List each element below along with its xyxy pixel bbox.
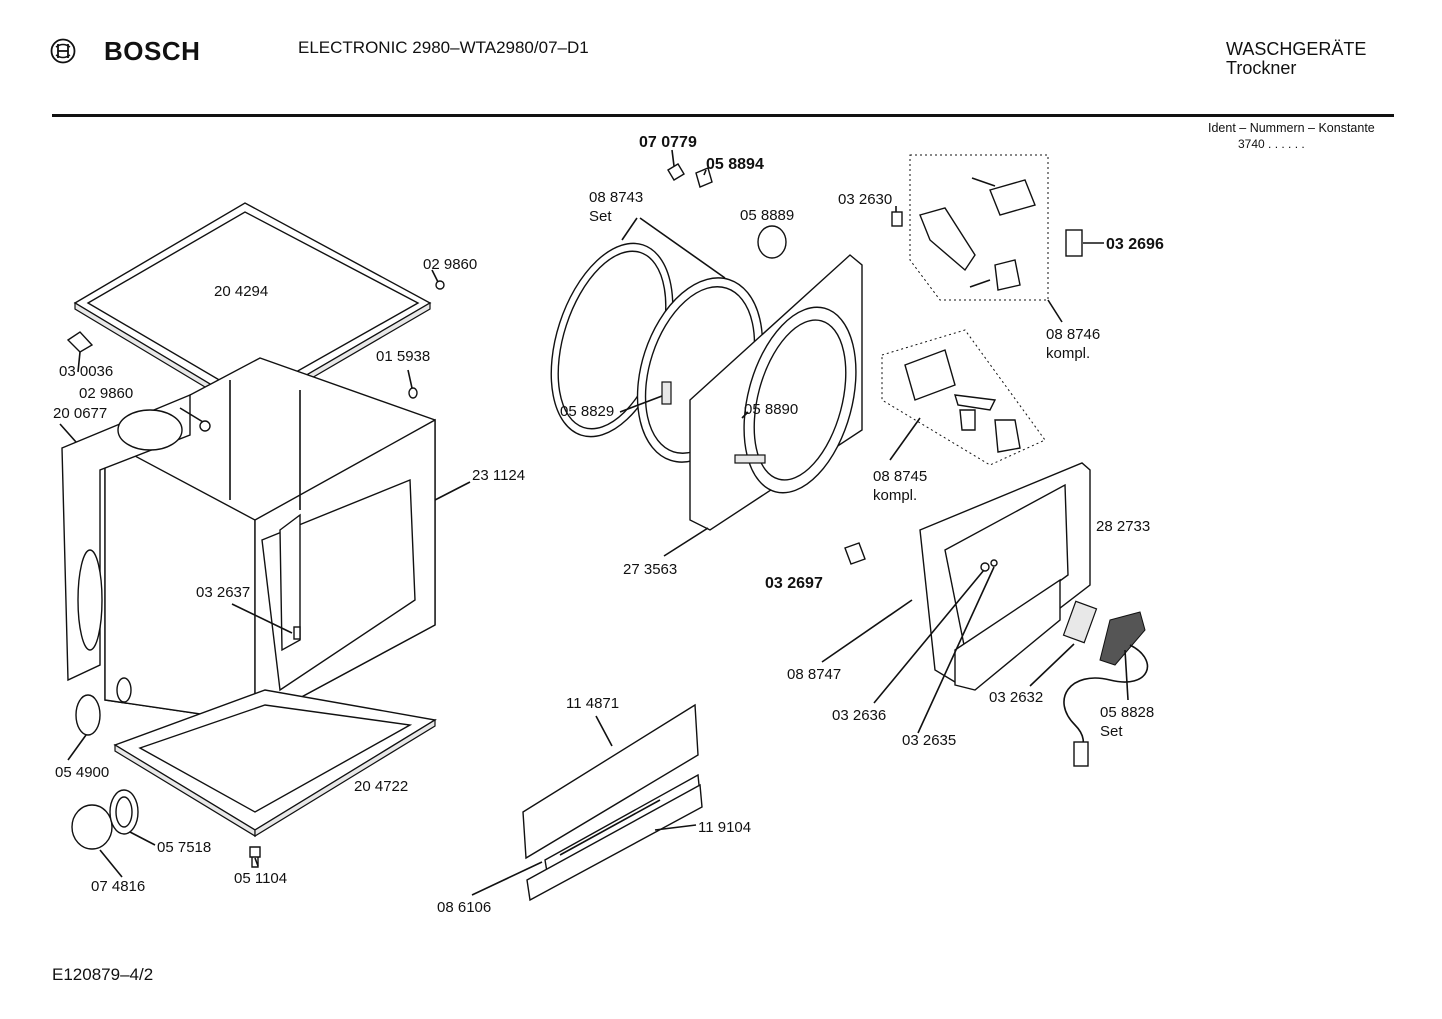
label-03-2697: 03 2697 — [765, 575, 823, 592]
brand-name: BOSCH — [104, 36, 201, 66]
category-subtitle: Trockner — [1226, 58, 1297, 78]
label-08-8746-kompl: kompl. — [1046, 345, 1090, 362]
label-03-2632: 03 2632 — [989, 689, 1043, 706]
label-05-8828-set: Set — [1100, 723, 1123, 740]
control-panel-part — [522, 703, 703, 902]
label-08-8743-set: Set — [589, 208, 612, 225]
label-11-4871: 11 4871 — [566, 695, 619, 712]
label-05-4900: 05 4900 — [55, 764, 109, 781]
label-05-1104: 05 1104 — [234, 870, 287, 887]
label-20-0677: 20 0677 — [53, 405, 107, 422]
cabinet-housing-part — [104, 357, 436, 724]
label-05-8890: 05 8890 — [744, 401, 798, 418]
label-03-0036: 03 0036 — [59, 363, 113, 380]
label-08-8745-kompl: kompl. — [873, 487, 917, 504]
switch-assembly-parts — [881, 154, 1083, 466]
label-01-5938: 01 5938 — [376, 348, 430, 365]
label-03-2696: 03 2696 — [1106, 236, 1164, 253]
label-02-9860-top: 02 9860 — [423, 256, 477, 273]
leader-lines — [59, 149, 1129, 896]
label-27-3563: 27 3563 — [623, 561, 677, 578]
base-frame-part — [113, 689, 437, 838]
model-title: ELECTRONIC 2980–WTA2980/07–D1 — [298, 38, 589, 57]
bosch-armature-logo-icon — [50, 38, 76, 64]
label-03-2630: 03 2630 — [838, 191, 892, 208]
label-05-7518: 05 7518 — [157, 839, 211, 856]
label-05-8829: 05 8829 — [560, 403, 614, 420]
ident-numbers-title: Ident – Nummern – Konstante — [1208, 121, 1375, 135]
label-05-8828: 05 8828 — [1100, 704, 1154, 721]
ident-numbers-value: 3740 . . . . . . — [1238, 137, 1305, 151]
label-07-0779: 07 0779 — [639, 134, 697, 151]
label-08-8745: 08 8745 — [873, 468, 927, 485]
label-03-2637: 03 2637 — [196, 584, 250, 601]
document-id: E120879–4/2 — [52, 965, 154, 984]
rear-panel-part — [61, 393, 191, 682]
door-lock-parts — [844, 542, 1149, 767]
label-20-4294: 20 4294 — [214, 283, 268, 300]
door-frame-part — [919, 462, 1091, 691]
label-05-8889: 05 8889 — [740, 207, 794, 224]
label-02-9860-side: 02 9860 — [79, 385, 133, 402]
label-08-8743: 08 8743 — [589, 189, 643, 206]
label-05-8894: 05 8894 — [706, 156, 764, 173]
header-divider — [52, 114, 1394, 117]
label-11-9104: 11 9104 — [698, 819, 751, 836]
label-03-2636: 03 2636 — [832, 707, 886, 724]
label-08-8747: 08 8747 — [787, 666, 841, 683]
label-08-6106: 08 6106 — [437, 899, 491, 916]
label-28-2733: 28 2733 — [1096, 518, 1150, 535]
label-03-2635: 03 2635 — [902, 732, 956, 749]
front-panel-part — [667, 163, 863, 531]
label-07-4816: 07 4816 — [91, 878, 145, 895]
category-title: WASCHGERÄTE — [1226, 39, 1367, 59]
label-20-4722: 20 4722 — [354, 778, 408, 795]
label-23-1124: 23 1124 — [472, 467, 525, 484]
small-parts-left — [66, 280, 445, 868]
label-08-8746: 08 8746 — [1046, 326, 1100, 343]
